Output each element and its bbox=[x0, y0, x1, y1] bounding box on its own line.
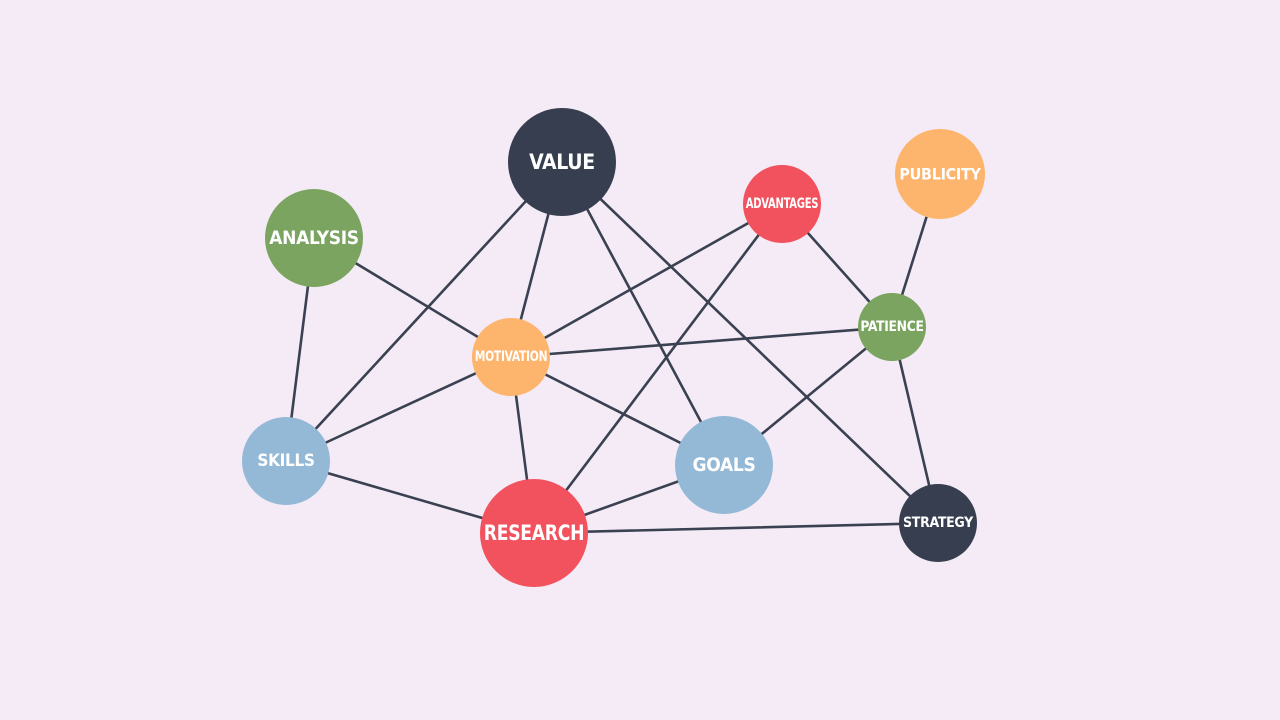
node-publicity: PUBLICITY bbox=[895, 129, 985, 219]
edge-value-skills bbox=[284, 160, 564, 463]
node-analysis: ANALYSIS bbox=[265, 189, 363, 287]
node-strategy: STRATEGY bbox=[899, 484, 977, 562]
edge-advantages-research bbox=[532, 202, 784, 535]
node-circle-motivation bbox=[472, 318, 550, 396]
node-motivation: MOTIVATION bbox=[472, 318, 550, 396]
edge-motivation-patience bbox=[509, 325, 894, 359]
node-label-strategy: STRATEGY bbox=[903, 515, 974, 531]
edges-layer bbox=[284, 160, 942, 535]
node-patience: PATIENCE bbox=[858, 293, 926, 361]
node-skills: SKILLS bbox=[242, 417, 330, 505]
node-label-research: RESEARCH bbox=[484, 521, 584, 545]
node-circle-strategy bbox=[899, 484, 977, 562]
node-advantages: ADVANTAGES bbox=[743, 165, 821, 243]
node-label-goals: GOALS bbox=[693, 454, 756, 476]
node-circle-value bbox=[508, 108, 616, 216]
edge-value-goals bbox=[560, 160, 726, 467]
node-label-advantages: ADVANTAGES bbox=[746, 196, 819, 212]
node-label-patience: PATIENCE bbox=[860, 319, 923, 335]
node-label-analysis: ANALYSIS bbox=[269, 227, 359, 249]
node-research: RESEARCH bbox=[480, 479, 588, 587]
node-label-skills: SKILLS bbox=[257, 451, 314, 471]
edge-research-strategy bbox=[532, 521, 940, 535]
node-label-value: VALUE bbox=[529, 150, 595, 174]
node-value: VALUE bbox=[508, 108, 616, 216]
node-label-publicity: PUBLICITY bbox=[899, 165, 981, 184]
node-circle-skills bbox=[242, 417, 330, 505]
node-circle-analysis bbox=[265, 189, 363, 287]
node-circle-research bbox=[480, 479, 588, 587]
edge-advantages-motivation bbox=[509, 202, 784, 359]
node-circle-publicity bbox=[895, 129, 985, 219]
node-circle-goals bbox=[675, 416, 773, 514]
node-label-motivation: MOTIVATION bbox=[475, 349, 548, 365]
node-circle-patience bbox=[858, 293, 926, 361]
edge-value-strategy bbox=[560, 160, 940, 525]
nodes-layer: VALUE ANALYSIS ADVANTAGES PUBLICITY MOTIVATI… bbox=[242, 108, 985, 587]
node-goals: GOALS bbox=[675, 416, 773, 514]
node-circle-advantages bbox=[743, 165, 821, 243]
